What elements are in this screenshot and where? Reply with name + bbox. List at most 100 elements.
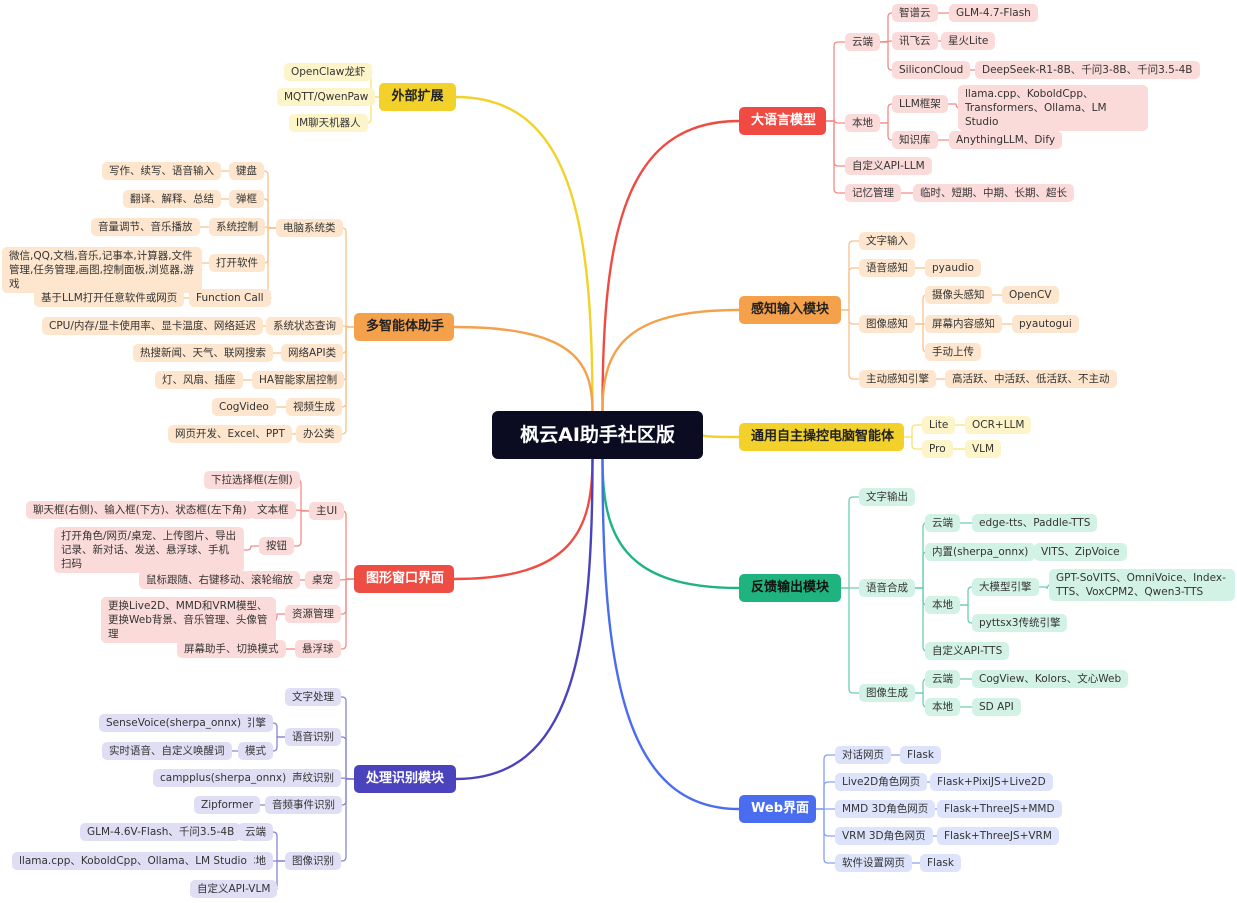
web-mmd-page-value[interactable]: Flask+ThreeJS+MMD — [937, 800, 1062, 818]
gui-buttons-value[interactable]: 打开角色/网页/桌宠、上传图片、导出记录、新对话、发送、悬浮球、手机扫码 — [54, 527, 244, 573]
multi-function-call-value[interactable]: 基于LLM打开任意软件或网页 — [34, 289, 185, 307]
llm-cloud[interactable]: 云端 — [845, 33, 880, 51]
gui-resource-manager-value[interactable]: 更换Live2D、MMD和VRM模型、更换Web背景、音乐管理、头像管理 — [101, 597, 276, 643]
multi-home-assistant-value[interactable]: 灯、风扇、插座 — [155, 371, 243, 389]
fb-tts-custom-api[interactable]: 自定义API-TTS — [925, 642, 1010, 660]
gui-textbox[interactable]: 文本框 — [250, 501, 296, 519]
multi-open-software-value[interactable]: 微信,QQ,文档,音乐,记事本,计算器,文件管理,任务管理,画图,控制面板,浏览… — [2, 247, 202, 293]
ext-item-mqtt[interactable]: MQTT/QwenPaw — [277, 88, 376, 106]
llm-local[interactable]: 本地 — [845, 114, 880, 132]
fb-tts-cloud[interactable]: 云端 — [925, 514, 960, 532]
web-vrm-page-value[interactable]: Flask+ThreeJS+VRM — [937, 827, 1059, 845]
fb-tts[interactable]: 语音合成 — [859, 579, 915, 597]
proc-vision[interactable]: 图像识别 — [285, 852, 341, 870]
llm-zhipu-value[interactable]: GLM-4.7-Flash — [949, 4, 1038, 22]
multi-office[interactable]: 办公类 — [296, 425, 342, 443]
perc-voice-value[interactable]: pyaudio — [925, 259, 981, 277]
fb-tts-local[interactable]: 本地 — [925, 596, 960, 614]
perc-manual-upload[interactable]: 手动上传 — [925, 343, 981, 361]
perc-voice[interactable]: 语音感知 — [859, 259, 915, 277]
ext-item-openclaw[interactable]: OpenClaw龙虾 — [284, 63, 373, 81]
multi-pc-system[interactable]: 电脑系统类 — [276, 219, 343, 237]
perc-screen-value[interactable]: pyautogui — [1012, 315, 1079, 333]
gui-main-ui[interactable]: 主UI — [309, 502, 345, 520]
branch-perception-input[interactable]: 感知输入模块 — [739, 296, 841, 324]
branch-web-ui[interactable]: Web界面 — [739, 795, 816, 823]
proc-asr-mode[interactable]: 模式 — [238, 742, 273, 760]
branch-feedback-output[interactable]: 反馈输出模块 — [739, 574, 841, 602]
agent-pro-value[interactable]: VLM — [965, 440, 1002, 458]
multi-popup[interactable]: 弹框 — [229, 190, 264, 208]
multi-function-call[interactable]: Function Call — [189, 289, 271, 307]
web-settings-page-value[interactable]: Flask — [920, 854, 961, 872]
gui-desktop-pet[interactable]: 桌宠 — [305, 571, 340, 589]
proc-text[interactable]: 文字处理 — [285, 688, 341, 706]
proc-voiceprint[interactable]: 声纹识别 — [285, 769, 341, 787]
fb-tts-builtin-value[interactable]: VITS、ZipVoice — [1034, 543, 1127, 561]
llm-memory-value[interactable]: 临时、短期、中期、长期、超长 — [913, 184, 1074, 202]
proc-vision-custom[interactable]: 自定义API-VLM — [190, 880, 278, 898]
fb-image-gen-local-value[interactable]: SD API — [972, 698, 1021, 716]
branch-llm[interactable]: 大语言模型 — [739, 107, 826, 135]
multi-office-value[interactable]: 网页开发、Excel、PPT — [168, 425, 292, 443]
multi-keyboard[interactable]: 键盘 — [229, 162, 264, 180]
web-live2d-page[interactable]: Live2D角色网页 — [835, 773, 928, 791]
agent-pro[interactable]: Pro — [922, 440, 953, 458]
branch-computer-agent[interactable]: 通用自主操控电脑智能体 — [739, 423, 904, 451]
central-topic[interactable]: 枫云AI助手社区版 — [492, 411, 703, 459]
agent-lite-value[interactable]: OCR+LLM — [965, 416, 1032, 434]
proc-asr-engine-value[interactable]: SenseVoice(sherpa_onnx) — [99, 714, 249, 732]
multi-video-gen-value[interactable]: CogVideo — [212, 398, 276, 416]
web-settings-page[interactable]: 软件设置网页 — [835, 854, 912, 872]
gui-resource-manager[interactable]: 资源管理 — [285, 605, 341, 623]
proc-vision-local-value[interactable]: llama.cpp、KoboldCpp、Ollama、LM Studio — [12, 852, 254, 870]
fb-tts-bigmodel-value[interactable]: GPT-SoVITS、OmniVoice、Index-TTS、VoxCPM2、Q… — [1049, 569, 1235, 601]
multi-system-status-value[interactable]: CPU/内存/显卡使用率、显卡温度、网络延迟 — [42, 317, 263, 335]
gui-textbox-value[interactable]: 聊天框(右侧)、输入框(下方)、状态框(左下角) — [26, 501, 254, 519]
multi-video-gen[interactable]: 视频生成 — [286, 398, 342, 416]
gui-float-ball[interactable]: 悬浮球 — [295, 640, 341, 658]
fb-image-gen-cloud[interactable]: 云端 — [925, 670, 960, 688]
llm-framework-value[interactable]: llama.cpp、KoboldCpp、Transformers、Ollama、… — [958, 85, 1148, 131]
proc-vision-cloud[interactable]: 云端 — [238, 823, 273, 841]
branch-multi-agent[interactable]: 多智能体助手 — [354, 313, 454, 341]
multi-network-api-value[interactable]: 热搜新闻、天气、联网搜索 — [133, 344, 273, 362]
gui-desktop-pet-value[interactable]: 鼠标跟随、右键移动、滚轮缩放 — [139, 571, 300, 589]
multi-system-status[interactable]: 系统状态查询 — [266, 317, 343, 335]
proc-vision-cloud-value[interactable]: GLM-4.6V-Flash、千问3.5-4B — [80, 823, 242, 841]
multi-keyboard-value[interactable]: 写作、续写、语音输入 — [102, 162, 221, 180]
fb-tts-cloud-value[interactable]: edge-tts、Paddle-TTS — [972, 514, 1098, 532]
llm-siliconcloud[interactable]: SiliconCloud — [892, 61, 971, 79]
branch-gui[interactable]: 图形窗口界面 — [354, 565, 454, 593]
perc-active-engine[interactable]: 主动感知引擎 — [859, 370, 936, 388]
proc-asr-mode-value[interactable]: 实时语音、自定义唤醒词 — [102, 742, 232, 760]
llm-custom-api[interactable]: 自定义API-LLM — [845, 157, 932, 175]
proc-voiceprint-value[interactable]: campplus(sherpa_onnx) — [153, 769, 294, 787]
perc-image[interactable]: 图像感知 — [859, 315, 915, 333]
perc-screen[interactable]: 屏幕内容感知 — [925, 315, 1002, 333]
gui-dropdown[interactable]: 下拉选择框(左侧) — [204, 471, 300, 489]
web-live2d-page-value[interactable]: Flask+PixiJS+Live2D — [930, 773, 1053, 791]
branch-processing[interactable]: 处理识别模块 — [354, 765, 456, 793]
llm-zhipu[interactable]: 智谱云 — [892, 4, 938, 22]
multi-system-control[interactable]: 系统控制 — [209, 218, 265, 236]
gui-float-ball-value[interactable]: 屏幕助手、切换模式 — [177, 640, 286, 658]
llm-xunfei-value[interactable]: 星火Lite — [941, 32, 996, 50]
multi-network-api[interactable]: 网络API类 — [281, 344, 344, 362]
web-mmd-page[interactable]: MMD 3D角色网页 — [835, 800, 936, 818]
multi-popup-value[interactable]: 翻译、解释、总结 — [123, 190, 221, 208]
perc-camera[interactable]: 摄像头感知 — [925, 286, 992, 304]
web-vrm-page[interactable]: VRM 3D角色网页 — [835, 827, 933, 845]
web-chat-page-value[interactable]: Flask — [900, 746, 941, 764]
fb-image-gen-cloud-value[interactable]: CogView、Kolors、文心Web — [972, 670, 1129, 688]
llm-knowledge-base[interactable]: 知识库 — [892, 131, 938, 149]
proc-audio-event[interactable]: 音频事件识别 — [265, 796, 342, 814]
gui-buttons[interactable]: 按钮 — [259, 537, 294, 555]
branch-external-extensions[interactable]: 外部扩展 — [379, 83, 456, 111]
fb-text-output[interactable]: 文字输出 — [859, 488, 915, 506]
llm-knowledge-base-value[interactable]: AnythingLLM、Dify — [949, 131, 1063, 149]
perc-active-engine-value[interactable]: 高活跃、中活跃、低活跃、不主动 — [945, 370, 1117, 388]
fb-image-gen[interactable]: 图像生成 — [859, 684, 915, 702]
llm-memory[interactable]: 记忆管理 — [845, 184, 901, 202]
multi-system-control-value[interactable]: 音量调节、音乐播放 — [91, 218, 200, 236]
